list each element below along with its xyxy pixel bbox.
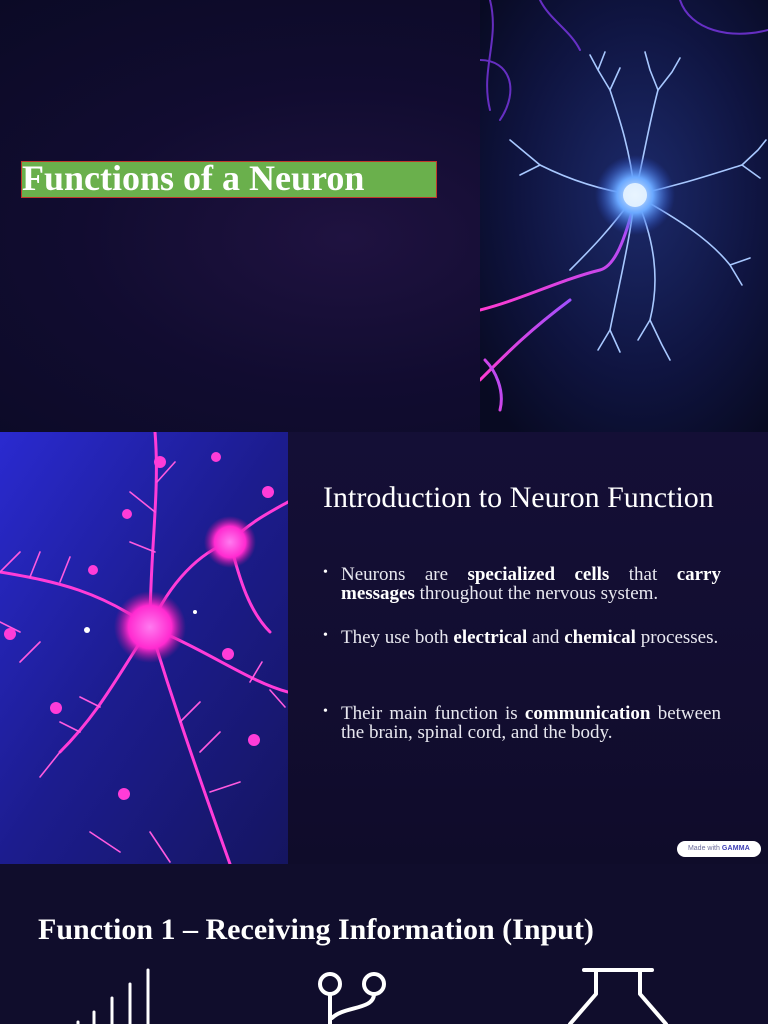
title-highlight-box: Functions of a Neuron xyxy=(21,158,437,198)
function-1-heading: Function 1 – Receiving Information (Inpu… xyxy=(38,913,594,946)
slide-title-text: Functions of a Neuron xyxy=(22,158,365,198)
slide-introduction: Introduction to Neuron Function • Neuron… xyxy=(0,432,768,864)
bullet-item-3: • Their main function is communication b… xyxy=(323,704,721,742)
flask-icon xyxy=(568,968,668,1024)
signal-bars-icon xyxy=(76,968,150,1024)
made-with-gamma-badge[interactable]: Made with GAMMA xyxy=(677,841,761,857)
bullet-2-part-3: and xyxy=(527,627,565,648)
bullet-text-1: Neurons are specialized cells that carry… xyxy=(341,565,721,603)
bullet-item-1: • Neurons are specialized cells that car… xyxy=(323,565,721,603)
intro-heading: Introduction to Neuron Function xyxy=(323,481,714,514)
bullet-3-part-1: Their main function is xyxy=(341,703,525,724)
bullet-dot-icon: • xyxy=(323,704,328,719)
bullet-1-part-2: specialized cells xyxy=(467,564,610,585)
bullet-2-part-2: electrical xyxy=(453,627,528,648)
branch-connection-icon xyxy=(318,972,386,1024)
slide-title: Functions of a Neuron xyxy=(0,0,768,432)
bullet-2-part-5: processes. xyxy=(635,627,719,648)
bullet-text-3: Their main function is communication bet… xyxy=(341,704,721,742)
bullet-3-part-2: communication xyxy=(524,703,651,724)
badge-prefix: Made with xyxy=(687,845,720,852)
bullet-1-part-1: Neurons are xyxy=(341,564,468,585)
bullet-1-part-3: that xyxy=(609,564,677,585)
bullet-2-part-1: They use both xyxy=(341,627,454,648)
pink-neuron-illustration-icon xyxy=(0,432,288,864)
blue-neuron-illustration-icon xyxy=(480,0,768,432)
bullet-dot-icon: • xyxy=(323,628,328,643)
bullet-2-part-4: chemical xyxy=(564,627,636,648)
badge-brand: GAMMA xyxy=(721,845,751,852)
bullet-3-part-3: between the brain, spinal cord, and the … xyxy=(341,703,721,743)
slide-function-1: Function 1 – Receiving Information (Inpu… xyxy=(0,864,768,1024)
bullet-dot-icon: • xyxy=(323,565,328,580)
bullet-text-2: They use both electrical and chemical pr… xyxy=(341,628,768,647)
bullet-item-2: • They use both electrical and chemical … xyxy=(323,628,768,647)
bullet-1-part-4: carry messages xyxy=(341,564,721,604)
bullet-1-part-5: throughout the nervous system. xyxy=(414,583,659,604)
